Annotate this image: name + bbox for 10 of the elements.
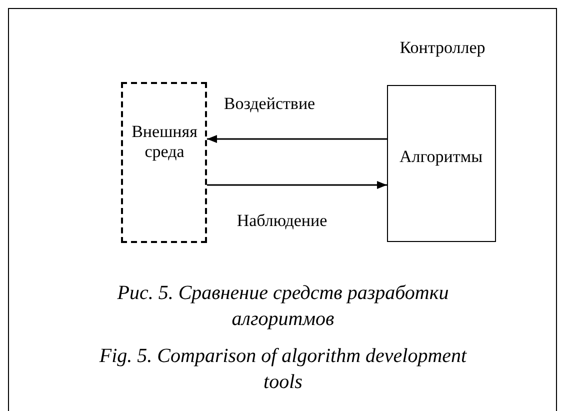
edge-label: Воздействие [222, 94, 316, 114]
box-heading: Контроллер [398, 38, 486, 58]
arrow [207, 181, 387, 189]
arrow [207, 135, 387, 143]
environment-box [121, 82, 207, 243]
figure-caption: Fig. 5. Comparison of algorithm development tools [98, 344, 468, 395]
box-label: Алгоритмы [398, 147, 484, 168]
edge-label: Наблюдение [236, 211, 328, 232]
figure-caption: Рис. 5. Сравнение средств разработки алгоритмов [116, 281, 450, 332]
box-label: Внешняя среда [130, 122, 198, 163]
